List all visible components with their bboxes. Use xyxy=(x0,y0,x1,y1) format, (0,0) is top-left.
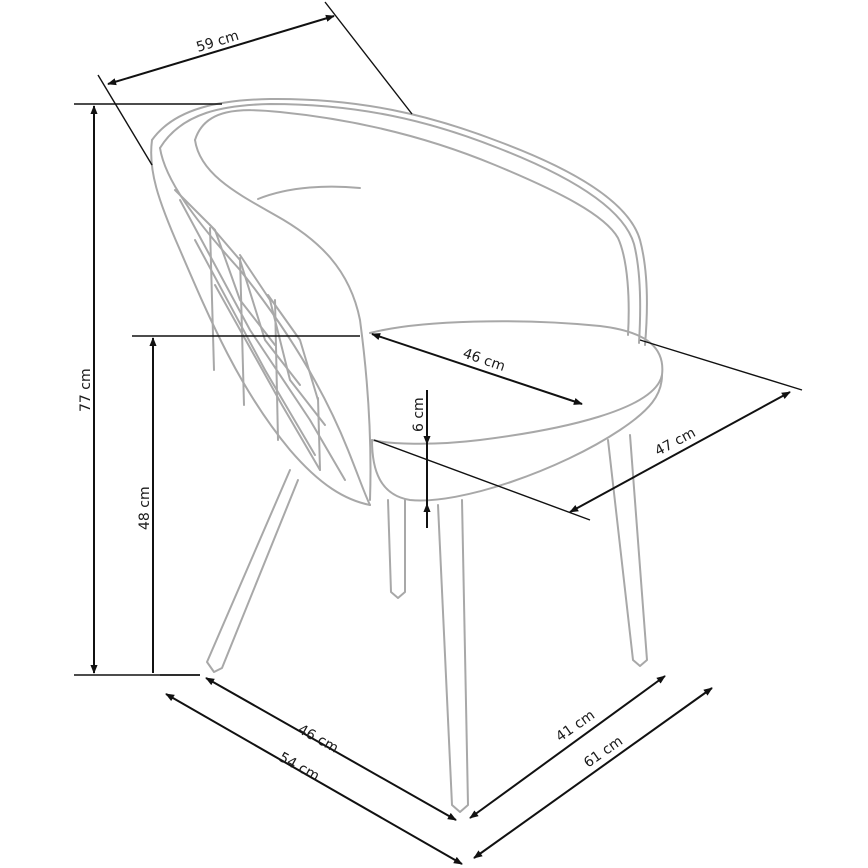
leg-front-right xyxy=(437,499,469,813)
backrest-outer-rim-inner-line xyxy=(159,103,642,344)
label-overall-depth-left: 54 cm xyxy=(276,750,322,785)
dim-seat-depth: 47 cm xyxy=(373,339,803,521)
backrest-front-edge xyxy=(194,139,372,501)
label-seat-height: 48 cm xyxy=(137,486,153,530)
leg-front-left xyxy=(206,469,299,673)
leg-back-right xyxy=(607,434,648,667)
dim-seat-height: 48 cm xyxy=(132,335,360,673)
label-overall-height: 77 cm xyxy=(78,368,94,412)
quilted-pattern xyxy=(174,189,346,481)
dim-seat-thickness: 6 cm xyxy=(411,390,431,528)
leg-back-left xyxy=(387,499,406,599)
dim-leg-span-width: 46 cm xyxy=(160,674,457,821)
backrest-outer-rim xyxy=(151,97,648,346)
label-seat-thickness: 6 cm xyxy=(411,397,427,432)
shell-left-side xyxy=(150,139,371,506)
label-leg-span-depth: 41 cm xyxy=(553,707,598,745)
dim-leg-span-depth: 41 cm xyxy=(469,675,666,819)
dimension-annotations: 59 cm 77 cm 48 cm 46 cm 47 cm xyxy=(74,1,803,865)
label-leg-span-width: 46 cm xyxy=(295,722,341,757)
dim-overall-width: 59 cm xyxy=(97,1,413,166)
chair-drawing xyxy=(150,97,664,813)
shell-left-inner xyxy=(159,147,371,506)
dim-overall-depth-left: 54 cm xyxy=(165,693,463,865)
dim-overall-height: 77 cm xyxy=(74,103,222,676)
seat-front-bottom xyxy=(371,374,663,502)
backrest-stitch xyxy=(257,185,361,200)
backrest-inner-edge xyxy=(194,109,630,336)
dim-seat-width: 46 cm xyxy=(371,333,583,405)
